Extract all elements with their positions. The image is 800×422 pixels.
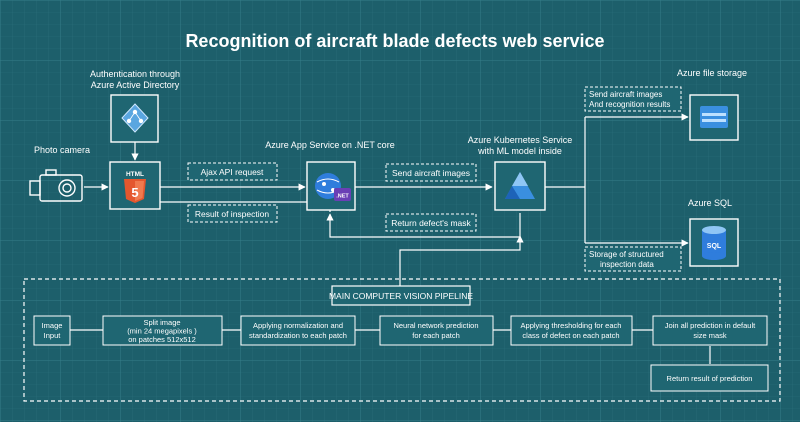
sql-node: Azure SQL SQL [688,198,739,267]
pipeline-step-4-line-2: for each patch [412,331,460,340]
send-storage-label-1: Send aircraft images [589,90,662,99]
pipeline-final-step [650,364,769,392]
storage-sql-label-1: Storage of structured [589,250,664,259]
diagram-title: Recognition of aircraft blade defects we… [185,31,604,51]
pipeline-step-2-line-1: Split image [143,318,180,327]
send-images-box [385,163,477,182]
result-inspection-box [187,204,278,223]
pipeline-step-5-line-2: class of defect on each patch [522,331,619,340]
camera-node: Photo camera [29,145,90,202]
edge-return-mask [326,213,521,238]
edge-labels: Ajax API request Result of inspection Se… [187,86,682,272]
pipeline: MAIN COMPUTER VISION PIPELINE Image Inpu… [23,278,781,402]
pipeline-step-3-line-2: standardization to each patch [249,331,347,340]
app-service-label: Azure App Service on .NET core [265,140,394,150]
auth-node: Authentication through Azure Active Dire… [90,69,180,143]
edge-pipeline-aks [399,235,524,286]
pipeline-step-4 [379,315,494,346]
pipeline-step-1-line-1: Image [42,321,63,330]
pipeline-step-6-line-1: Join all prediction in default [665,321,756,330]
pipeline-step-3-line-1: Applying normalization and [253,321,343,330]
aks-label-1: Azure Kubernetes Service [468,135,573,145]
azure-ad-icon [121,103,149,133]
pipeline-step-6 [652,315,768,346]
ajax-label-box [187,162,278,181]
camera-label: Photo camera [34,145,90,155]
pipeline-title: MAIN COMPUTER VISION PIPELINE [329,291,473,301]
aks-node: Azure Kubernetes Service with ML model i… [468,135,573,211]
send-storage-box [584,86,682,112]
sql-label: Azure SQL [688,198,732,208]
connectors [70,113,711,364]
camera-icon [29,169,83,202]
storage-icon [700,106,728,128]
file-storage-node: Azure file storage [677,68,747,141]
send-storage-label-2: And recognition results [589,100,670,109]
kubernetes-ml-icon [505,172,535,199]
pipeline-step-5-line-1: Applying thresholding for each [521,321,622,330]
pipeline-step-3 [240,315,356,346]
pipeline-step-6-line-2: size mask [693,331,727,340]
database-icon: SQL [702,226,726,260]
pipeline-step-1 [33,315,71,346]
pipeline-container [23,278,781,402]
pipeline-step-2-line-2: (min 24 megapixels ) [127,327,197,336]
aks-label-2: with ML model inside [477,146,562,156]
file-storage-label: Azure file storage [677,68,747,78]
storage-sql-box [584,246,682,272]
auth-label-1: Authentication through [90,69,180,79]
html5-node: HTML 5 [109,161,161,210]
app-service-node: Azure App Service on .NET core .NET [265,140,395,211]
pipeline-step-5 [510,315,633,346]
pipeline-step-2-line-3: on patches 512x512 [128,335,196,344]
pipeline-final-label: Return result of prediction [667,374,753,383]
sql-badge: SQL [707,243,722,250]
pipeline-step-1-line-2: Input [44,331,62,340]
html5-badge: HTML [126,171,144,178]
send-images-label: Send aircraft images [392,168,470,178]
html5-digit: 5 [131,185,138,200]
return-mask-label: Return defect's mask [391,218,471,228]
azure-app-service-icon: .NET [315,173,351,201]
storage-sql-label-2: inspection data [600,260,654,269]
pipeline-title-box [331,285,471,306]
result-inspection-label: Result of inspection [195,209,269,219]
pipeline-step-4-line-1: Neural network prediction [393,321,478,330]
auth-label-2: Azure Active Directory [91,80,180,90]
dotnet-badge [334,188,351,201]
dotnet-badge-label: .NET [336,194,349,200]
return-mask-box [385,213,477,232]
pipeline-step-2 [102,315,223,346]
ajax-label: Ajax API request [201,167,264,177]
html5-icon: HTML 5 [124,171,146,203]
